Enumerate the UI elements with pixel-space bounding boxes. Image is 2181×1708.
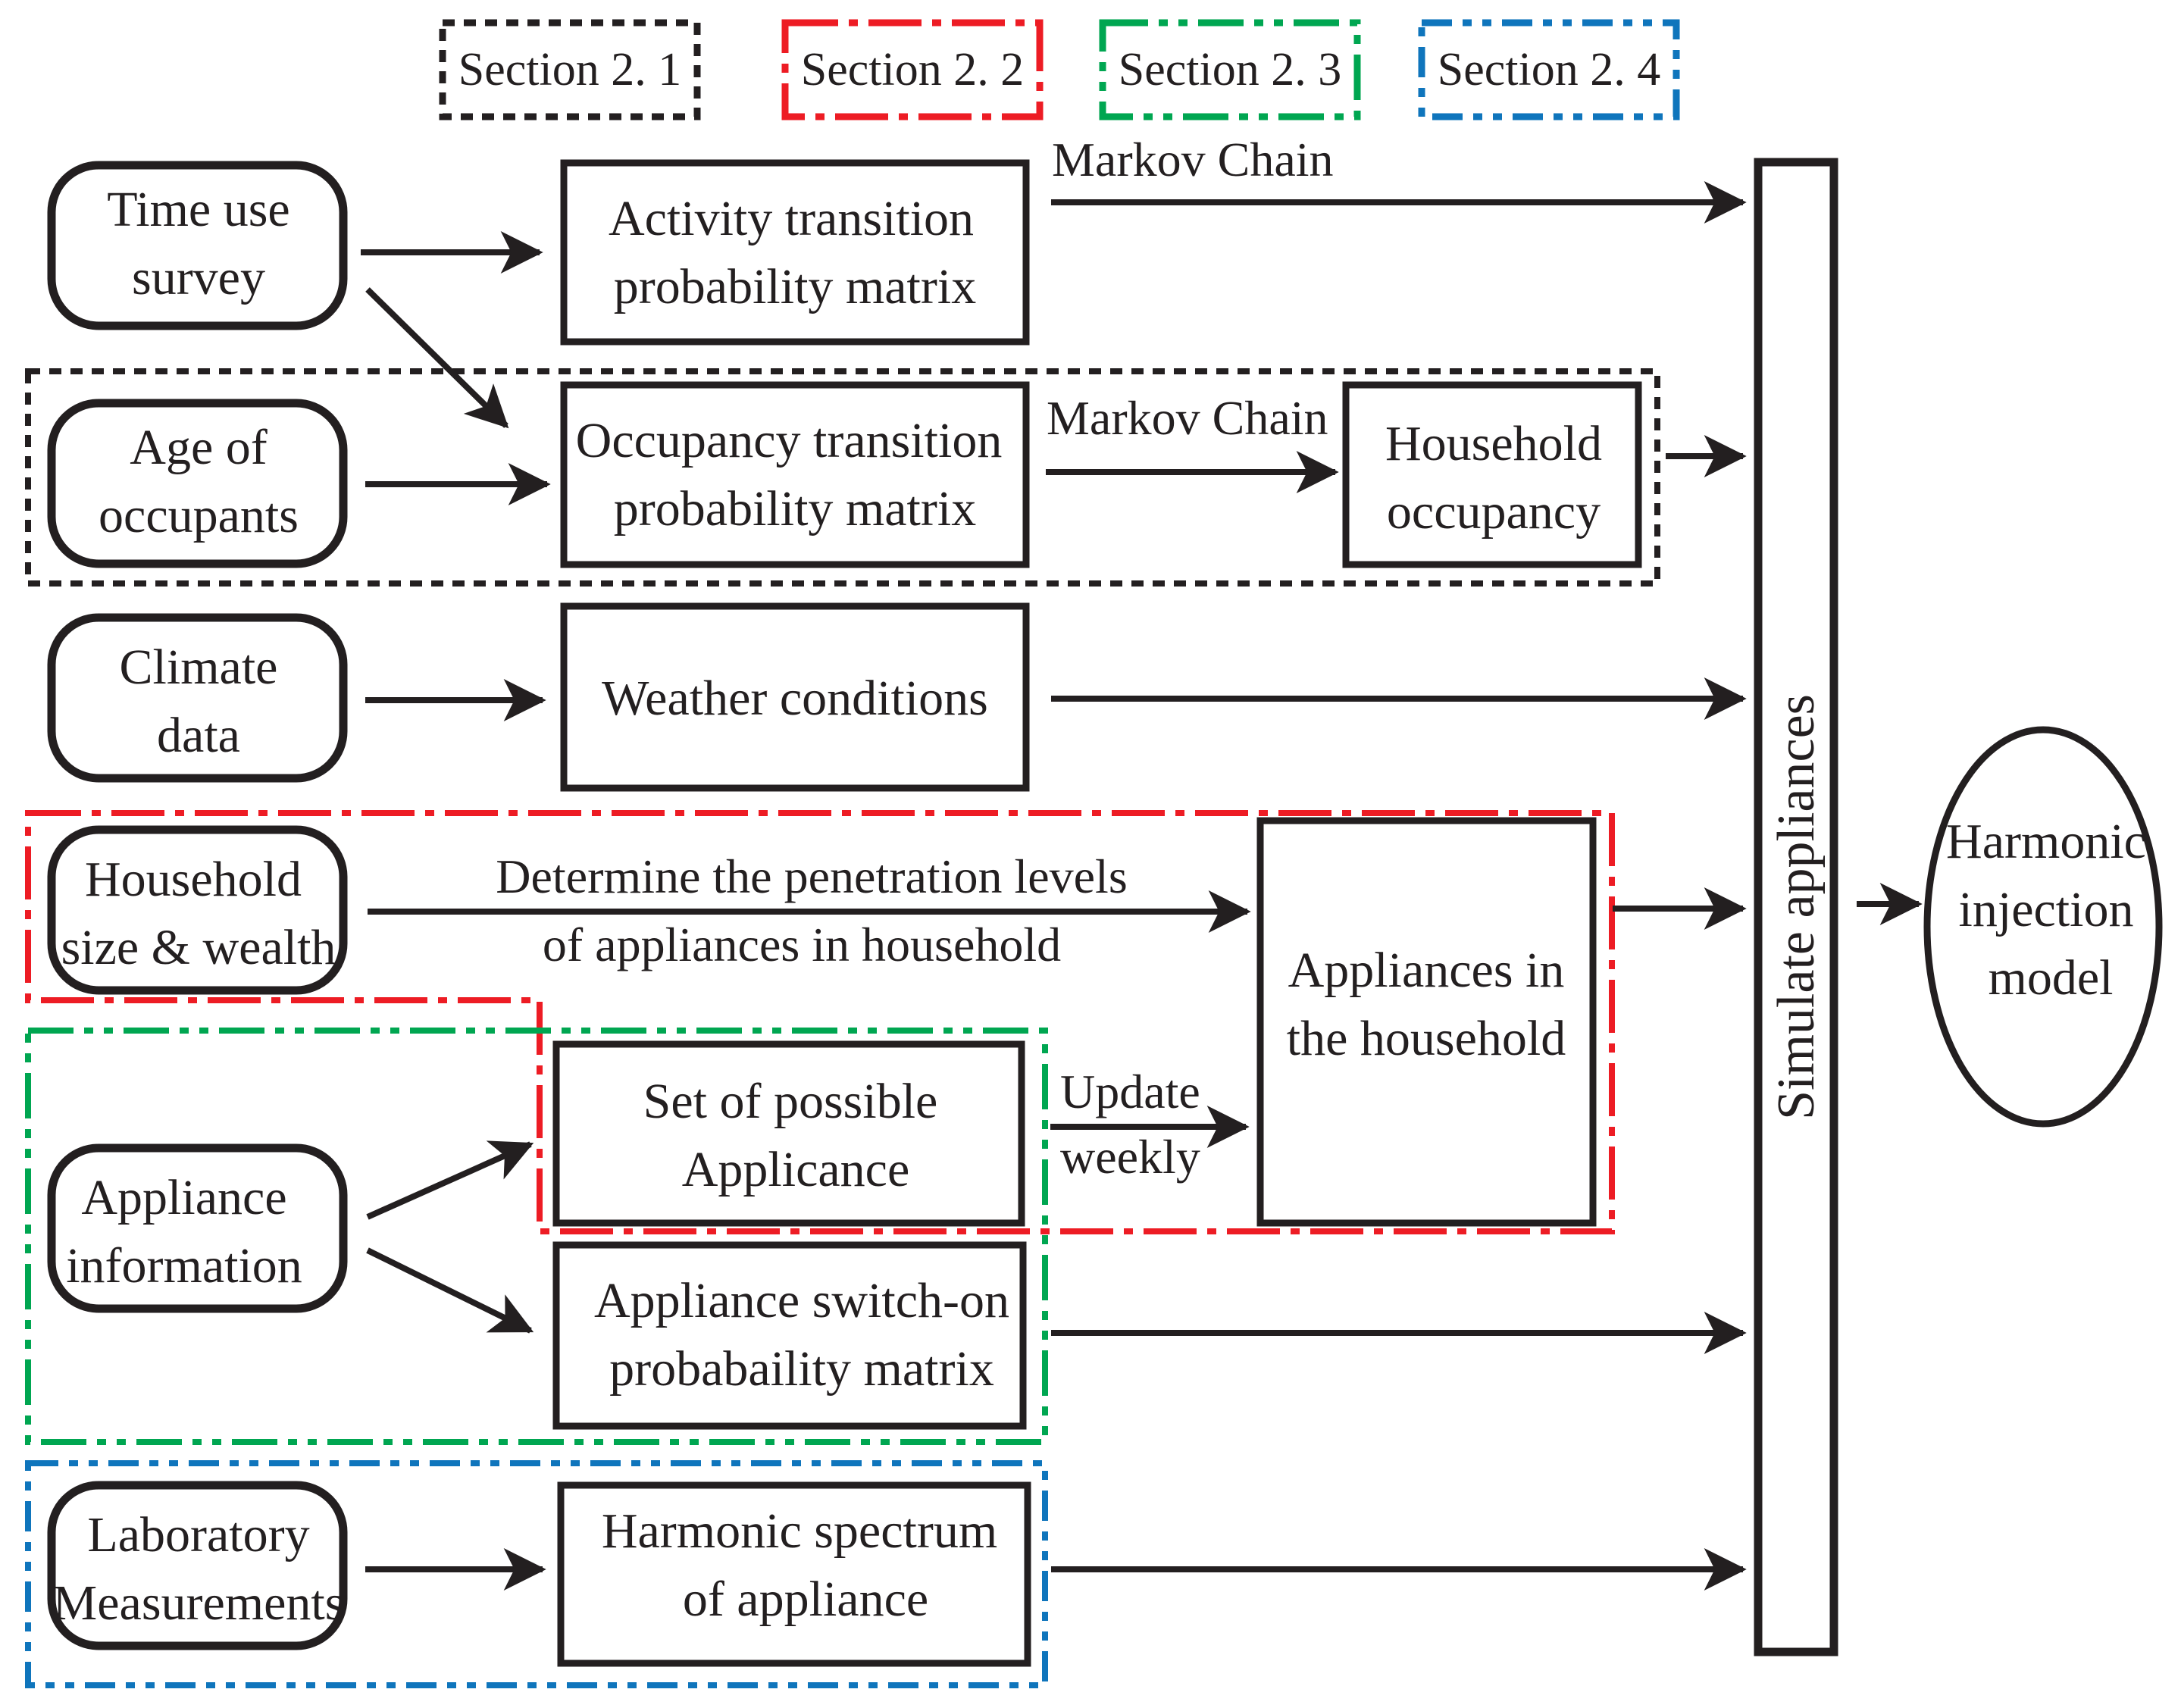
arrow-appinfo-to-switchon xyxy=(366,1247,534,1334)
arrow-timeuse-to-occupancy xyxy=(365,287,509,429)
legend-section-2-4: Section 2. 4 xyxy=(1418,19,1680,120)
legend-section-2-2: Section 2. 2 xyxy=(781,19,1044,120)
section-2-4-frame xyxy=(25,1460,1048,1688)
process-set-of-possible-appliance: Set of possible Applicance xyxy=(552,1040,1025,1227)
edge-label-penetration-line2: of appliances in household xyxy=(543,918,1061,971)
node-label-line2: survey xyxy=(132,250,265,305)
edge-label-penetration-line1: Determine the penetration levels xyxy=(496,849,1127,903)
node-label-line2: probability matrix xyxy=(614,481,976,536)
node-label-line1: Appliance xyxy=(81,1170,286,1225)
node-label-line2: occupancy xyxy=(1387,484,1601,540)
node-label-line1: Laboratory xyxy=(87,1507,309,1563)
edge-label-markov-chain-2: Markov Chain xyxy=(1047,391,1328,445)
input-age-of-occupants: Age of occupants xyxy=(47,399,348,568)
node-label-line2: probability matrix xyxy=(614,259,976,314)
legend-label: Section 2. 4 xyxy=(1438,44,1660,95)
node-label-line2: data xyxy=(157,708,240,763)
legend-label: Section 2. 2 xyxy=(801,44,1024,95)
node-label-line1: Appliances in xyxy=(1288,943,1565,998)
section-2-3-frame xyxy=(25,1028,1048,1445)
node-label-line1: Set of possible xyxy=(643,1074,938,1129)
node-label-line1: Activity transition xyxy=(609,191,974,246)
process-switch-on-matrix: Appliance switch-on probabaility matrix xyxy=(552,1241,1027,1430)
arrow-appinfo-to-set xyxy=(366,1140,534,1220)
node-label-line1: Appliance switch-on xyxy=(594,1273,1009,1328)
node-label-line2: Applicance xyxy=(682,1142,910,1197)
node-label-line1: Household xyxy=(85,852,302,907)
node-label-line2: occupants xyxy=(99,488,299,543)
input-appliance-information: Appliance information xyxy=(47,1143,348,1313)
section-2-1-frame xyxy=(25,368,1660,587)
node-label: Weather conditions xyxy=(602,671,988,726)
node-label-line2: information xyxy=(66,1238,302,1294)
input-climate-data: Climate data xyxy=(47,613,348,783)
input-time-use-survey: Time use survey xyxy=(47,161,348,330)
edge-label-markov-chain-1: Markov Chain xyxy=(1052,133,1334,186)
node-label-line1: Harmonic spectrum xyxy=(602,1503,997,1559)
output-harmonic-injection-model: Harmonic injection model xyxy=(1923,726,2163,1128)
output-label-line1: Harmonic xyxy=(1946,814,2146,869)
edge-label-update: Update xyxy=(1060,1065,1200,1118)
node-label-line2: the household xyxy=(1287,1011,1566,1066)
simulate-appliances-block: Simulate appliances xyxy=(1754,158,1838,1656)
process-occupancy-matrix: Occupancy transition probability matrix xyxy=(560,381,1030,568)
legend: Section 2. 1 Section 2. 2 Section 2. 3 S… xyxy=(439,19,1680,120)
input-household-size-wealth: Household size & wealth xyxy=(47,825,348,995)
node-label-line1: Age of xyxy=(130,420,267,475)
input-laboratory-measurements: Laboratory Measurements xyxy=(47,1481,348,1650)
simulate-appliances-label: Simulate appliances xyxy=(1767,694,1826,1120)
process-weather-conditions: Weather conditions xyxy=(560,602,1030,792)
legend-label: Section 2. 3 xyxy=(1119,44,1341,95)
legend-section-2-3: Section 2. 3 xyxy=(1099,19,1361,120)
node-label-line2: probabaility matrix xyxy=(609,1341,994,1397)
node-label-line1: Climate xyxy=(120,640,278,695)
node-label-line2: of appliance xyxy=(683,1572,928,1627)
output-label-line3: model xyxy=(1989,950,2114,1006)
process-household-occupancy: Household occupancy xyxy=(1342,381,1642,568)
node-label-line2: Measurements xyxy=(53,1575,345,1631)
legend-label: Section 2. 1 xyxy=(458,44,681,95)
process-appliances-in-household: Appliances in the household xyxy=(1256,817,1597,1227)
node-label-line1: Time use xyxy=(107,182,289,237)
node-label-line2: size & wealth xyxy=(61,920,336,975)
node-label-line1: Household xyxy=(1385,416,1602,471)
process-activity-matrix: Activity transition probability matrix xyxy=(560,159,1030,346)
section-2-2-frame xyxy=(25,810,1615,1234)
legend-section-2-1: Section 2. 1 xyxy=(439,19,701,120)
node-label-line1: Occupancy transition xyxy=(576,413,1003,468)
edge-label-weekly: weekly xyxy=(1060,1130,1200,1184)
output-label-line2: injection xyxy=(1959,882,2134,937)
process-harmonic-spectrum: Harmonic spectrum of appliance xyxy=(557,1481,1031,1667)
connectors xyxy=(361,181,1923,1591)
